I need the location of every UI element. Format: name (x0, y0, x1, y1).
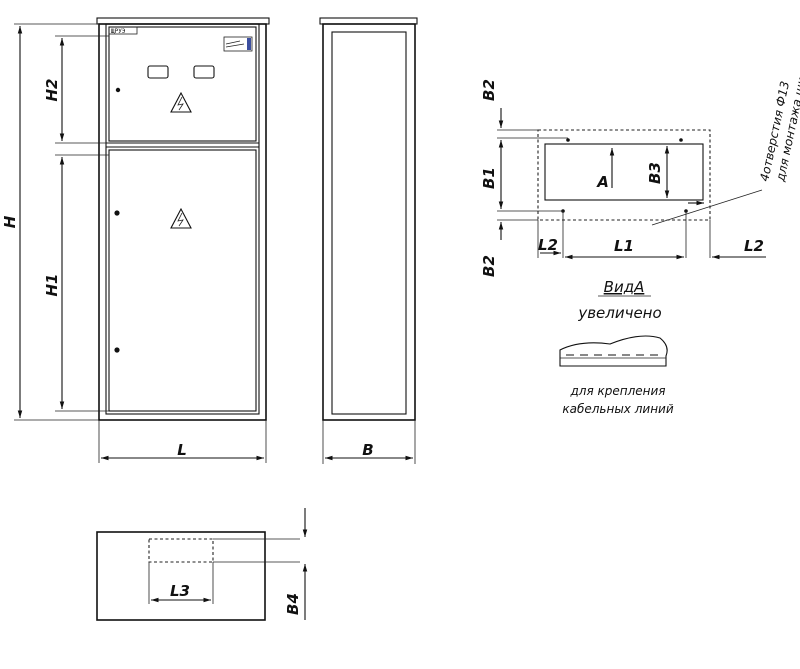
label-holder (223, 36, 253, 52)
cable-opening (544, 143, 704, 201)
high-voltage-warning-icon (170, 207, 192, 229)
label-A: A (596, 173, 609, 191)
cabinet-body (98, 23, 267, 421)
label-B4: B4 (284, 593, 302, 615)
label-B3: B3 (646, 162, 664, 184)
name-plate (108, 26, 138, 35)
label-H1: H1 (43, 274, 61, 297)
door-lock-icon (114, 347, 120, 353)
view-title: ВидА (604, 278, 645, 296)
label-B: B (362, 441, 373, 459)
lower-door (108, 149, 257, 412)
cable-note-line1: для крепления (569, 384, 665, 398)
base-view: B2 B1 B2 A B3 L2 L1 L2 4отверстия Ф13 дл… (480, 52, 800, 277)
label-L1: L1 (614, 237, 634, 255)
label-L3: L3 (170, 582, 190, 600)
label-L: L (177, 441, 187, 459)
meter-window-left (147, 65, 169, 79)
side-view: B (319, 17, 418, 464)
label-H2: H2 (43, 79, 61, 102)
label-B1: B1 (480, 167, 498, 189)
name-plate-text: ЩРУЭ (111, 28, 126, 35)
mounting-hole (566, 138, 570, 142)
upper-door (108, 26, 257, 142)
leader-line (651, 189, 763, 226)
door-lock-icon (115, 87, 121, 93)
view-a-detail: ВидА увеличено для крепления кабельных л… (559, 278, 674, 416)
side-roof (319, 17, 418, 25)
label-L2-right: L2 (744, 237, 764, 255)
plan-view: L3 B4 (96, 508, 308, 621)
cable-rail-icon (559, 335, 668, 367)
label-H: H (1, 215, 19, 228)
view-subtitle: увеличено (577, 304, 661, 322)
side-inner (331, 31, 407, 415)
label-L2-left: L2 (538, 236, 558, 254)
base-outline (537, 129, 711, 221)
meter-window-right (193, 65, 215, 79)
cable-note-line2: кабельных линий (562, 402, 673, 416)
plan-opening (148, 538, 214, 563)
label-B2-top: B2 (480, 79, 498, 101)
high-voltage-warning-icon (170, 91, 192, 113)
side-body (322, 23, 416, 421)
cabinet-inner-frame (105, 23, 260, 415)
mounting-hole (679, 138, 683, 142)
front-view: ЩРУЭ H H2 (1, 17, 270, 463)
plan-outline (96, 531, 266, 621)
label-B2-bottom: B2 (480, 255, 498, 277)
cabinet-roof (96, 17, 270, 25)
door-lock-icon (114, 210, 120, 216)
